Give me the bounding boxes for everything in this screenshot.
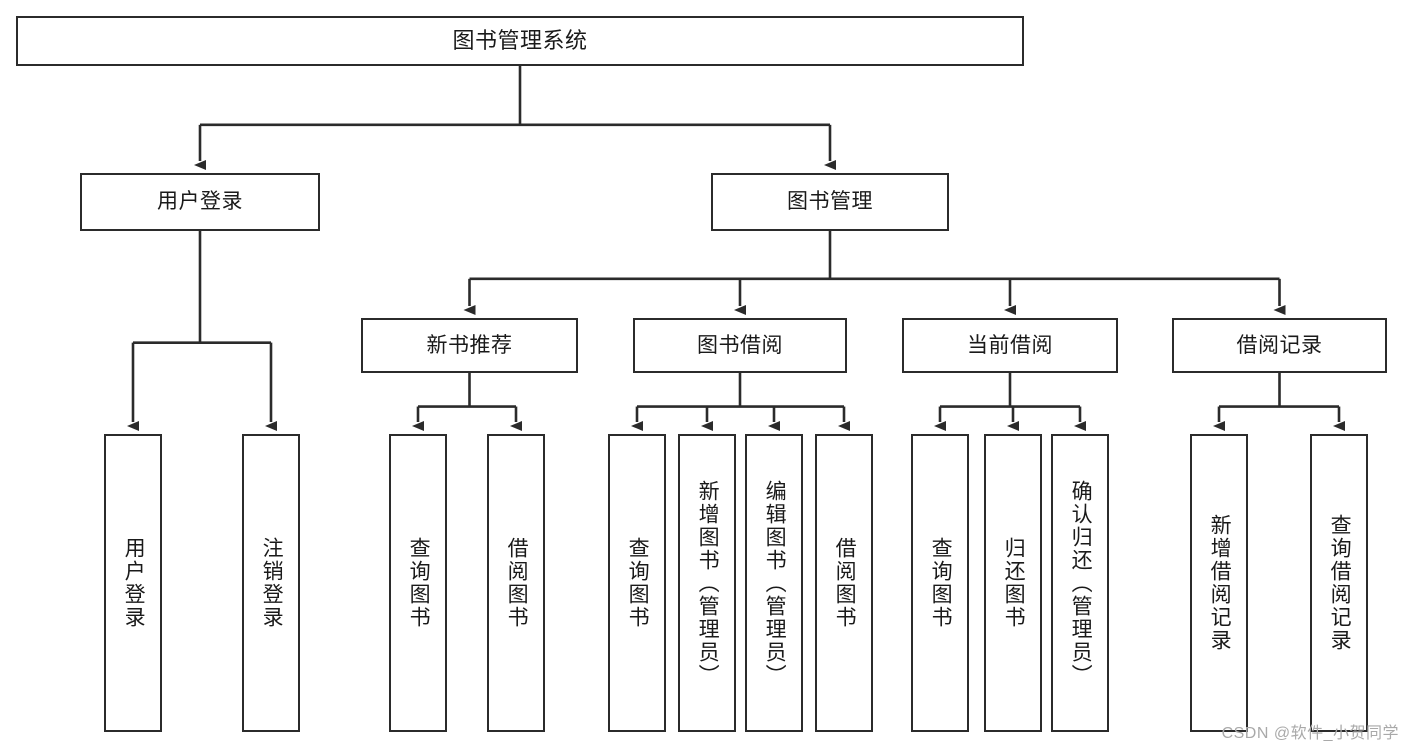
- node-l2-book-borrow[interactable]: 图书借阅: [633, 318, 847, 373]
- node-label: 用户登录: [122, 537, 146, 629]
- node-l1-user-login[interactable]: 用户登录: [80, 173, 320, 231]
- node-l3-user-login[interactable]: 用户登录: [104, 434, 162, 732]
- node-l3-return-book[interactable]: 归还图书: [984, 434, 1042, 732]
- node-label: 查询借阅记录: [1328, 514, 1352, 652]
- node-l2-borrow-record[interactable]: 借阅记录: [1172, 318, 1387, 373]
- node-label: 图书管理: [787, 190, 873, 214]
- node-label: 当前借阅: [967, 333, 1053, 357]
- node-label: 查询图书: [929, 537, 953, 629]
- node-label: 新增借阅记录: [1208, 514, 1232, 652]
- node-label: 借阅图书: [833, 537, 857, 629]
- node-label: 查询图书: [626, 537, 650, 629]
- node-l3-logout[interactable]: 注销登录: [242, 434, 300, 732]
- node-label: 图书管理系统: [452, 27, 588, 53]
- node-label: 查询图书: [407, 537, 431, 629]
- node-label: 注销登录: [260, 537, 284, 629]
- node-label: 确认归还（管理员）: [1069, 479, 1093, 687]
- node-label: 图书借阅: [697, 333, 783, 357]
- node-l3-query-book-a[interactable]: 查询图书: [389, 434, 447, 732]
- node-l3-edit-book[interactable]: 编辑图书（管理员）: [745, 434, 803, 732]
- node-l3-borrow-book-b[interactable]: 借阅图书: [815, 434, 873, 732]
- node-l3-confirm-return[interactable]: 确认归还（管理员）: [1051, 434, 1109, 732]
- node-label: 用户登录: [157, 190, 243, 214]
- node-l3-query-record[interactable]: 查询借阅记录: [1310, 434, 1368, 732]
- node-l3-add-record[interactable]: 新增借阅记录: [1190, 434, 1248, 732]
- node-l2-current-borrow[interactable]: 当前借阅: [902, 318, 1118, 373]
- node-label: 归还图书: [1002, 537, 1026, 629]
- node-l3-borrow-book-a[interactable]: 借阅图书: [487, 434, 545, 732]
- node-l2-new-book-rec[interactable]: 新书推荐: [361, 318, 578, 373]
- node-label: 新增图书（管理员）: [696, 479, 720, 687]
- node-l3-query-book-b[interactable]: 查询图书: [608, 434, 666, 732]
- node-label: 借阅图书: [505, 537, 529, 629]
- node-label: 借阅记录: [1236, 333, 1323, 357]
- node-l1-book-mgmt[interactable]: 图书管理: [711, 173, 949, 231]
- node-label: 编辑图书（管理员）: [763, 479, 787, 687]
- node-l3-add-book[interactable]: 新增图书（管理员）: [678, 434, 736, 732]
- node-root[interactable]: 图书管理系统: [16, 16, 1024, 66]
- node-l3-query-book-c[interactable]: 查询图书: [911, 434, 969, 732]
- node-label: 新书推荐: [426, 333, 513, 357]
- watermark: CSDN @软件_小贺同学: [1221, 725, 1399, 742]
